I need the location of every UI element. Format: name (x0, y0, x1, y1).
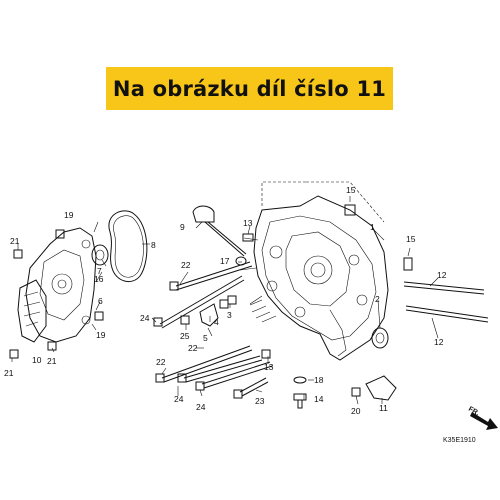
bolt (9, 349, 19, 359)
callout-15: 15 (346, 185, 356, 195)
title-banner: Na obrázku díl číslo 11 (106, 67, 393, 110)
callout-4: 4 (214, 317, 219, 327)
stud-bolt (403, 281, 489, 323)
callout-19: 19 (64, 210, 74, 220)
callout-17: 17 (220, 256, 230, 266)
bolt (351, 387, 361, 397)
callout-22: 22 (181, 260, 191, 270)
callout-22: 22 (156, 357, 166, 367)
drive-belt (108, 210, 148, 283)
callout-1: 1 (370, 222, 375, 232)
callout-22: 22 (188, 343, 198, 353)
dipstick (192, 205, 247, 266)
bolt (242, 233, 254, 242)
washer (293, 376, 307, 384)
callout-24: 24 (174, 394, 184, 404)
banner-text: Na obrázku díl číslo 11 (112, 76, 387, 101)
bolt (261, 349, 271, 359)
callout-3: 3 (227, 310, 232, 320)
callout-12: 12 (437, 270, 447, 280)
bolt (219, 299, 229, 309)
callout-13: 13 (264, 362, 274, 372)
callout-23: 23 (255, 396, 265, 406)
callout-14: 14 (314, 394, 324, 404)
bolt (55, 229, 65, 239)
callout-15: 15 (406, 234, 416, 244)
bolt (180, 315, 190, 325)
diagram-code: K35E1910 (443, 437, 476, 444)
bolt (47, 341, 57, 351)
bracket (365, 375, 397, 401)
crankcase-cover (239, 181, 389, 361)
arrow-icon (470, 412, 498, 430)
water-pump-cover (17, 227, 97, 343)
callouts: 1 2 3 4 5 6 7 8 9 10 11 12 12 13 13 14 1… (4, 185, 447, 416)
callout-21: 21 (4, 368, 14, 378)
drain-bolt (293, 393, 307, 409)
callout-18: 18 (314, 375, 324, 385)
callout-9: 9 (180, 222, 185, 232)
callout-8: 8 (151, 240, 156, 250)
dowel-pin (344, 204, 356, 216)
callout-5: 5 (203, 333, 208, 343)
callout-7: 7 (97, 266, 102, 276)
leader-lines (11, 196, 439, 405)
callout-12: 12 (434, 337, 444, 347)
callout-11: 11 (379, 403, 388, 413)
callout-2: 2 (375, 294, 380, 304)
callout-20: 20 (351, 406, 361, 416)
bolt (94, 311, 104, 321)
front-direction-arrow: FR. (467, 406, 498, 430)
dowel-pin (403, 257, 413, 271)
bearing (91, 244, 109, 266)
callout-13: 13 (243, 218, 253, 228)
direction-label: FR. (467, 406, 480, 418)
bolt (13, 249, 23, 259)
oil-seal (371, 327, 389, 349)
bolt (227, 295, 237, 305)
callout-21: 21 (47, 356, 57, 366)
bracket (199, 303, 219, 327)
callout-19: 19 (96, 330, 106, 340)
callout-16: 16 (94, 274, 104, 284)
callout-24: 24 (140, 313, 150, 323)
callout-21: 21 (10, 236, 20, 246)
callout-10: 10 (32, 355, 42, 365)
callout-6: 6 (98, 296, 103, 306)
callout-24: 24 (196, 402, 206, 412)
callout-25: 25 (180, 331, 190, 341)
long-bolts (153, 261, 273, 399)
